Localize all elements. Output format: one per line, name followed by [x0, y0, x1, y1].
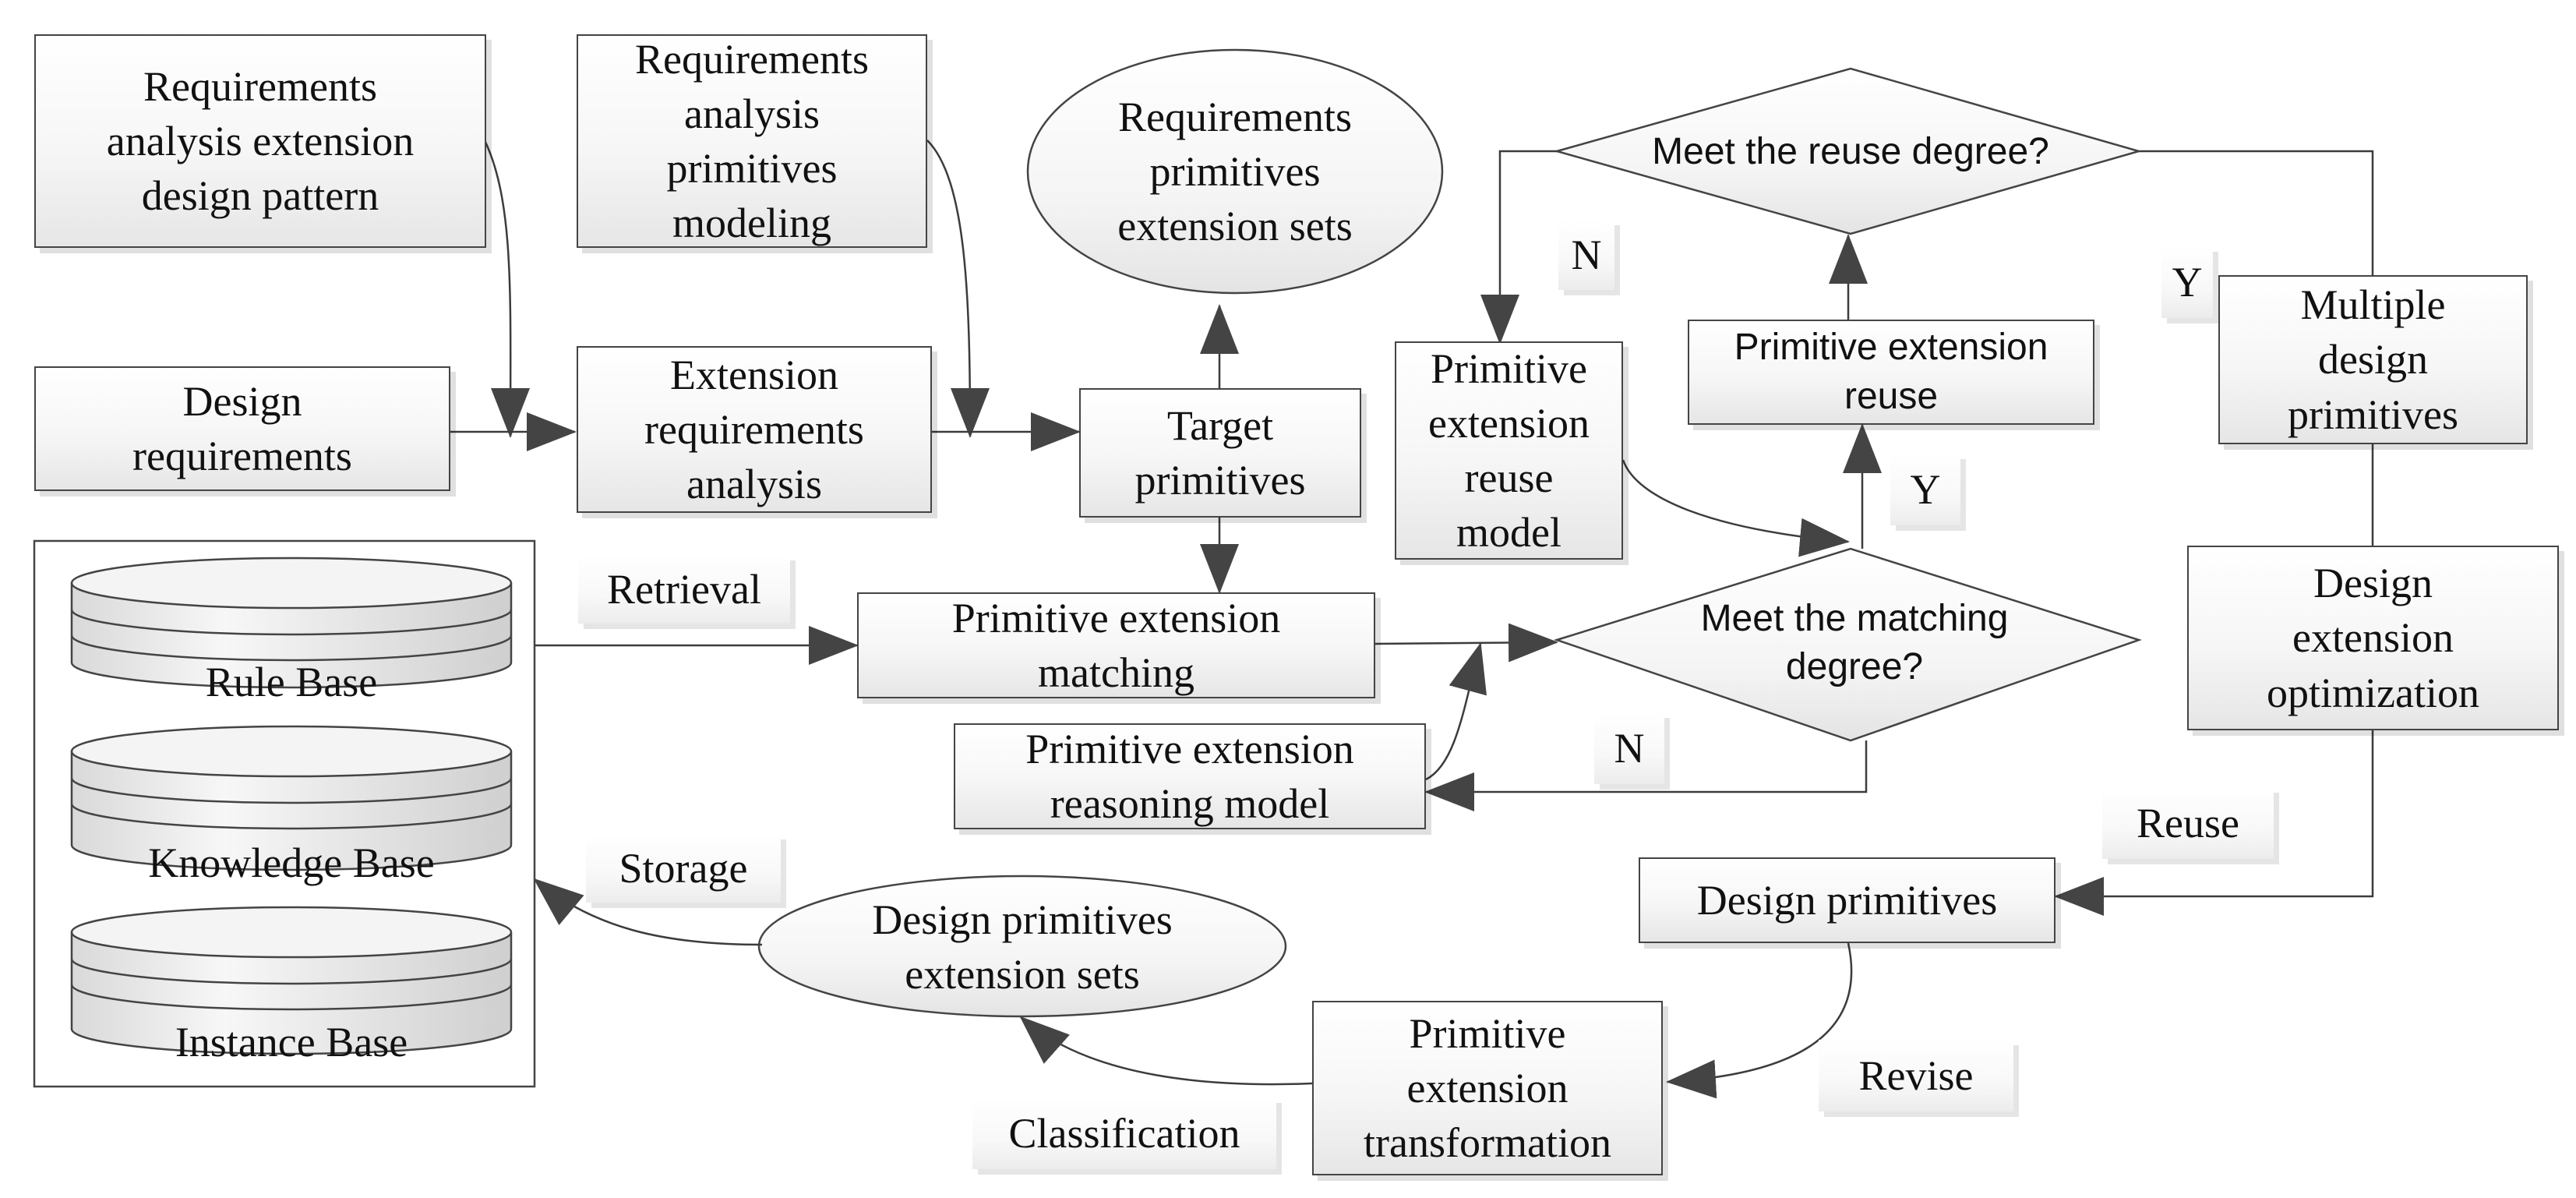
edge-revise — [1666, 942, 1853, 1099]
edge-classification — [1019, 1016, 1313, 1086]
req-primitives-ext-sets-text: Requirements primitives extension sets — [1117, 93, 1353, 250]
primitive-ext-reuse-model-box: Primitive extension reuse model — [1395, 341, 1623, 560]
primitive-ext-reasoning-model-text: Primitive extension reasoning model — [1025, 725, 1354, 827]
n-matching-label: N — [1594, 712, 1664, 784]
rule-base-label: Rule Base — [205, 659, 378, 705]
design-requirements-box: Design requirements — [34, 366, 450, 491]
edge-pattern-to-analysis — [483, 140, 531, 438]
knowledge-base-cylinder — [70, 725, 513, 871]
rule-base-cylinder — [70, 557, 513, 689]
edge-reuse-model-to-diamond — [1621, 459, 1850, 557]
multiple-design-primitives-text: Multiple design primitives — [2288, 281, 2458, 438]
meet-reuse-degree-text: Meet the reuse degree? — [1652, 130, 2049, 172]
knowledge-base-label: Knowledge Base — [148, 839, 435, 886]
y-matching-label: Y — [1890, 454, 1960, 525]
retrieval-label: Retrieval — [578, 555, 790, 624]
design-primitives-text: Design primitives — [1696, 876, 1998, 924]
storage-label: Storage — [586, 834, 781, 903]
edge-optimization-to-design-primitives — [2054, 730, 2374, 916]
edge-reuse-diamond-y — [2139, 150, 2374, 275]
edge-matching-to-diamond — [1374, 623, 1558, 663]
design-ext-optimization-box: Design extension optimization — [2187, 546, 2559, 730]
edge-reasoning-to-diamond — [1425, 642, 1487, 781]
primitive-ext-matching-text: Primitive extension matching — [951, 594, 1281, 696]
meet-matching-degree-text: Meet the matching degree? — [1700, 597, 2009, 687]
req-primitives-modeling-text: Requirements analysis primitives modelin… — [635, 35, 869, 247]
y-reuse-label: Y — [2161, 246, 2213, 318]
n-reuse-label: N — [1558, 220, 1614, 290]
req-primitives-ext-sets-ellipse — [1026, 48, 1444, 295]
extension-req-analysis-box: Extension requirements analysis — [577, 346, 932, 513]
design-primitives-box: Design primitives — [1639, 857, 2056, 943]
design-requirements-text: Design requirements — [132, 377, 352, 479]
primitive-ext-reuse-box: Primitive extension reuse — [1688, 320, 2094, 425]
req-primitives-modeling-box: Requirements analysis primitives modelin… — [577, 34, 927, 248]
primitive-ext-reasoning-model-box: Primitive extension reasoning model — [954, 723, 1426, 829]
revise-label: Revise — [1819, 1040, 2013, 1111]
instance-base-label: Instance Base — [175, 1019, 408, 1065]
primitive-ext-matching-box: Primitive extension matching — [857, 592, 1375, 698]
extension-req-analysis-text: Extension requirements analysis — [644, 351, 864, 508]
primitive-ext-reuse-text: Primitive extension reuse — [1734, 327, 2048, 417]
target-primitives-box: Target primitives — [1079, 388, 1361, 518]
design-primitives-ext-sets-text: Design primitives extension sets — [872, 896, 1173, 998]
edge-modeling-to-target — [926, 140, 990, 438]
primitive-ext-transformation-box: Primitive extension transformation — [1312, 1001, 1663, 1175]
design-ext-optimization-text: Design extension optimization — [2267, 560, 2479, 716]
edge-diamond-n-to-reasoning — [1424, 740, 1868, 811]
primitive-ext-transformation-text: Primitive extension transformation — [1364, 1009, 1611, 1167]
req-primitives-ext-sets-node: Requirements primitives extension sets — [1036, 62, 1434, 281]
matching-degree-diamond — [1553, 547, 2142, 742]
multiple-design-primitives-box: Multiple design primitives — [2218, 275, 2528, 444]
instance-base-cylinder — [70, 906, 513, 1055]
edge-reuse-diamond-n — [1480, 150, 1557, 345]
classification-label: Classification — [972, 1097, 1276, 1169]
target-primitives-text: Target primitives — [1134, 401, 1306, 504]
req-pattern-text: Requirements analysis extension design p… — [106, 62, 415, 220]
req-pattern-box: Requirements analysis extension design p… — [34, 34, 486, 248]
design-primitives-ext-sets-node: Design primitives extension sets — [771, 881, 1273, 1013]
primitive-ext-reuse-model-text: Primitive extension reuse model — [1428, 345, 1590, 557]
reuse-label: Reuse — [2102, 787, 2274, 859]
meet-reuse-degree-node: Meet the reuse degree? — [1574, 109, 2127, 195]
edge-storage — [533, 878, 763, 946]
meet-matching-degree-node: Meet the matching degree? — [1605, 577, 2104, 709]
